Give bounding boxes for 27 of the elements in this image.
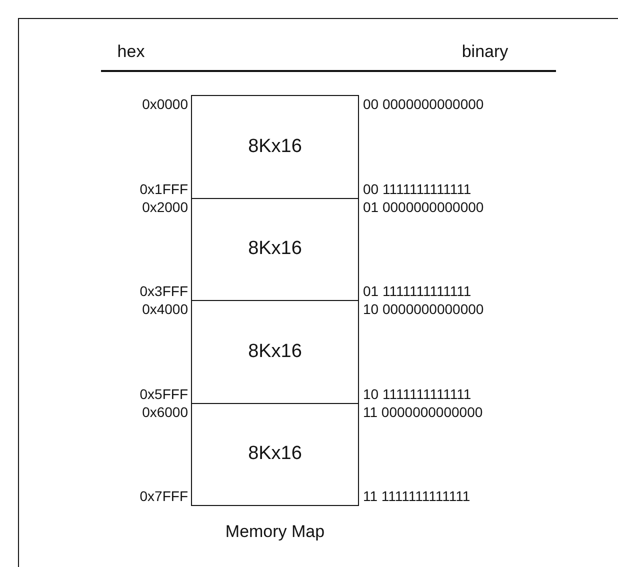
column-heading: binary	[460, 44, 510, 60]
hex-address: 0x0000	[141, 96, 188, 112]
hex-address: 0x6000	[141, 404, 188, 420]
binary-address: 00 0000000000000	[363, 96, 484, 112]
hex-address: 0x3FFF	[138, 283, 188, 299]
memory-block	[191, 198, 359, 301]
binary-address: 10 1111111111111	[363, 386, 472, 402]
memory-block	[191, 300, 359, 404]
block-label: 8Kx16	[248, 340, 302, 363]
binary-address: 01 0000000000000	[363, 198, 484, 214]
memory-block	[191, 95, 359, 198]
memory-block	[191, 402, 359, 506]
hex-address: 0x1FFF	[138, 180, 188, 196]
binary-address: 11 1111111111111	[363, 488, 470, 504]
block-label: 8Kx16	[248, 443, 302, 466]
block-label: 8Kx16	[248, 238, 302, 260]
hex-address: 0x5FFF	[138, 386, 188, 402]
binary-address: 11 0000000000000	[363, 404, 483, 420]
hex-address: 0x2000	[141, 198, 188, 214]
column-heading: hex	[116, 44, 146, 60]
binary-address: 10 0000000000000	[363, 301, 484, 317]
binary-address: 00 1111111111111	[363, 180, 472, 196]
hex-address: 0x4000	[141, 301, 188, 317]
hex-address: 0x7FFF	[138, 488, 188, 504]
block-label: 8Kx16	[248, 136, 302, 158]
binary-address: 01 1111111111111	[363, 283, 472, 299]
caption: Memory Map	[224, 522, 326, 542]
